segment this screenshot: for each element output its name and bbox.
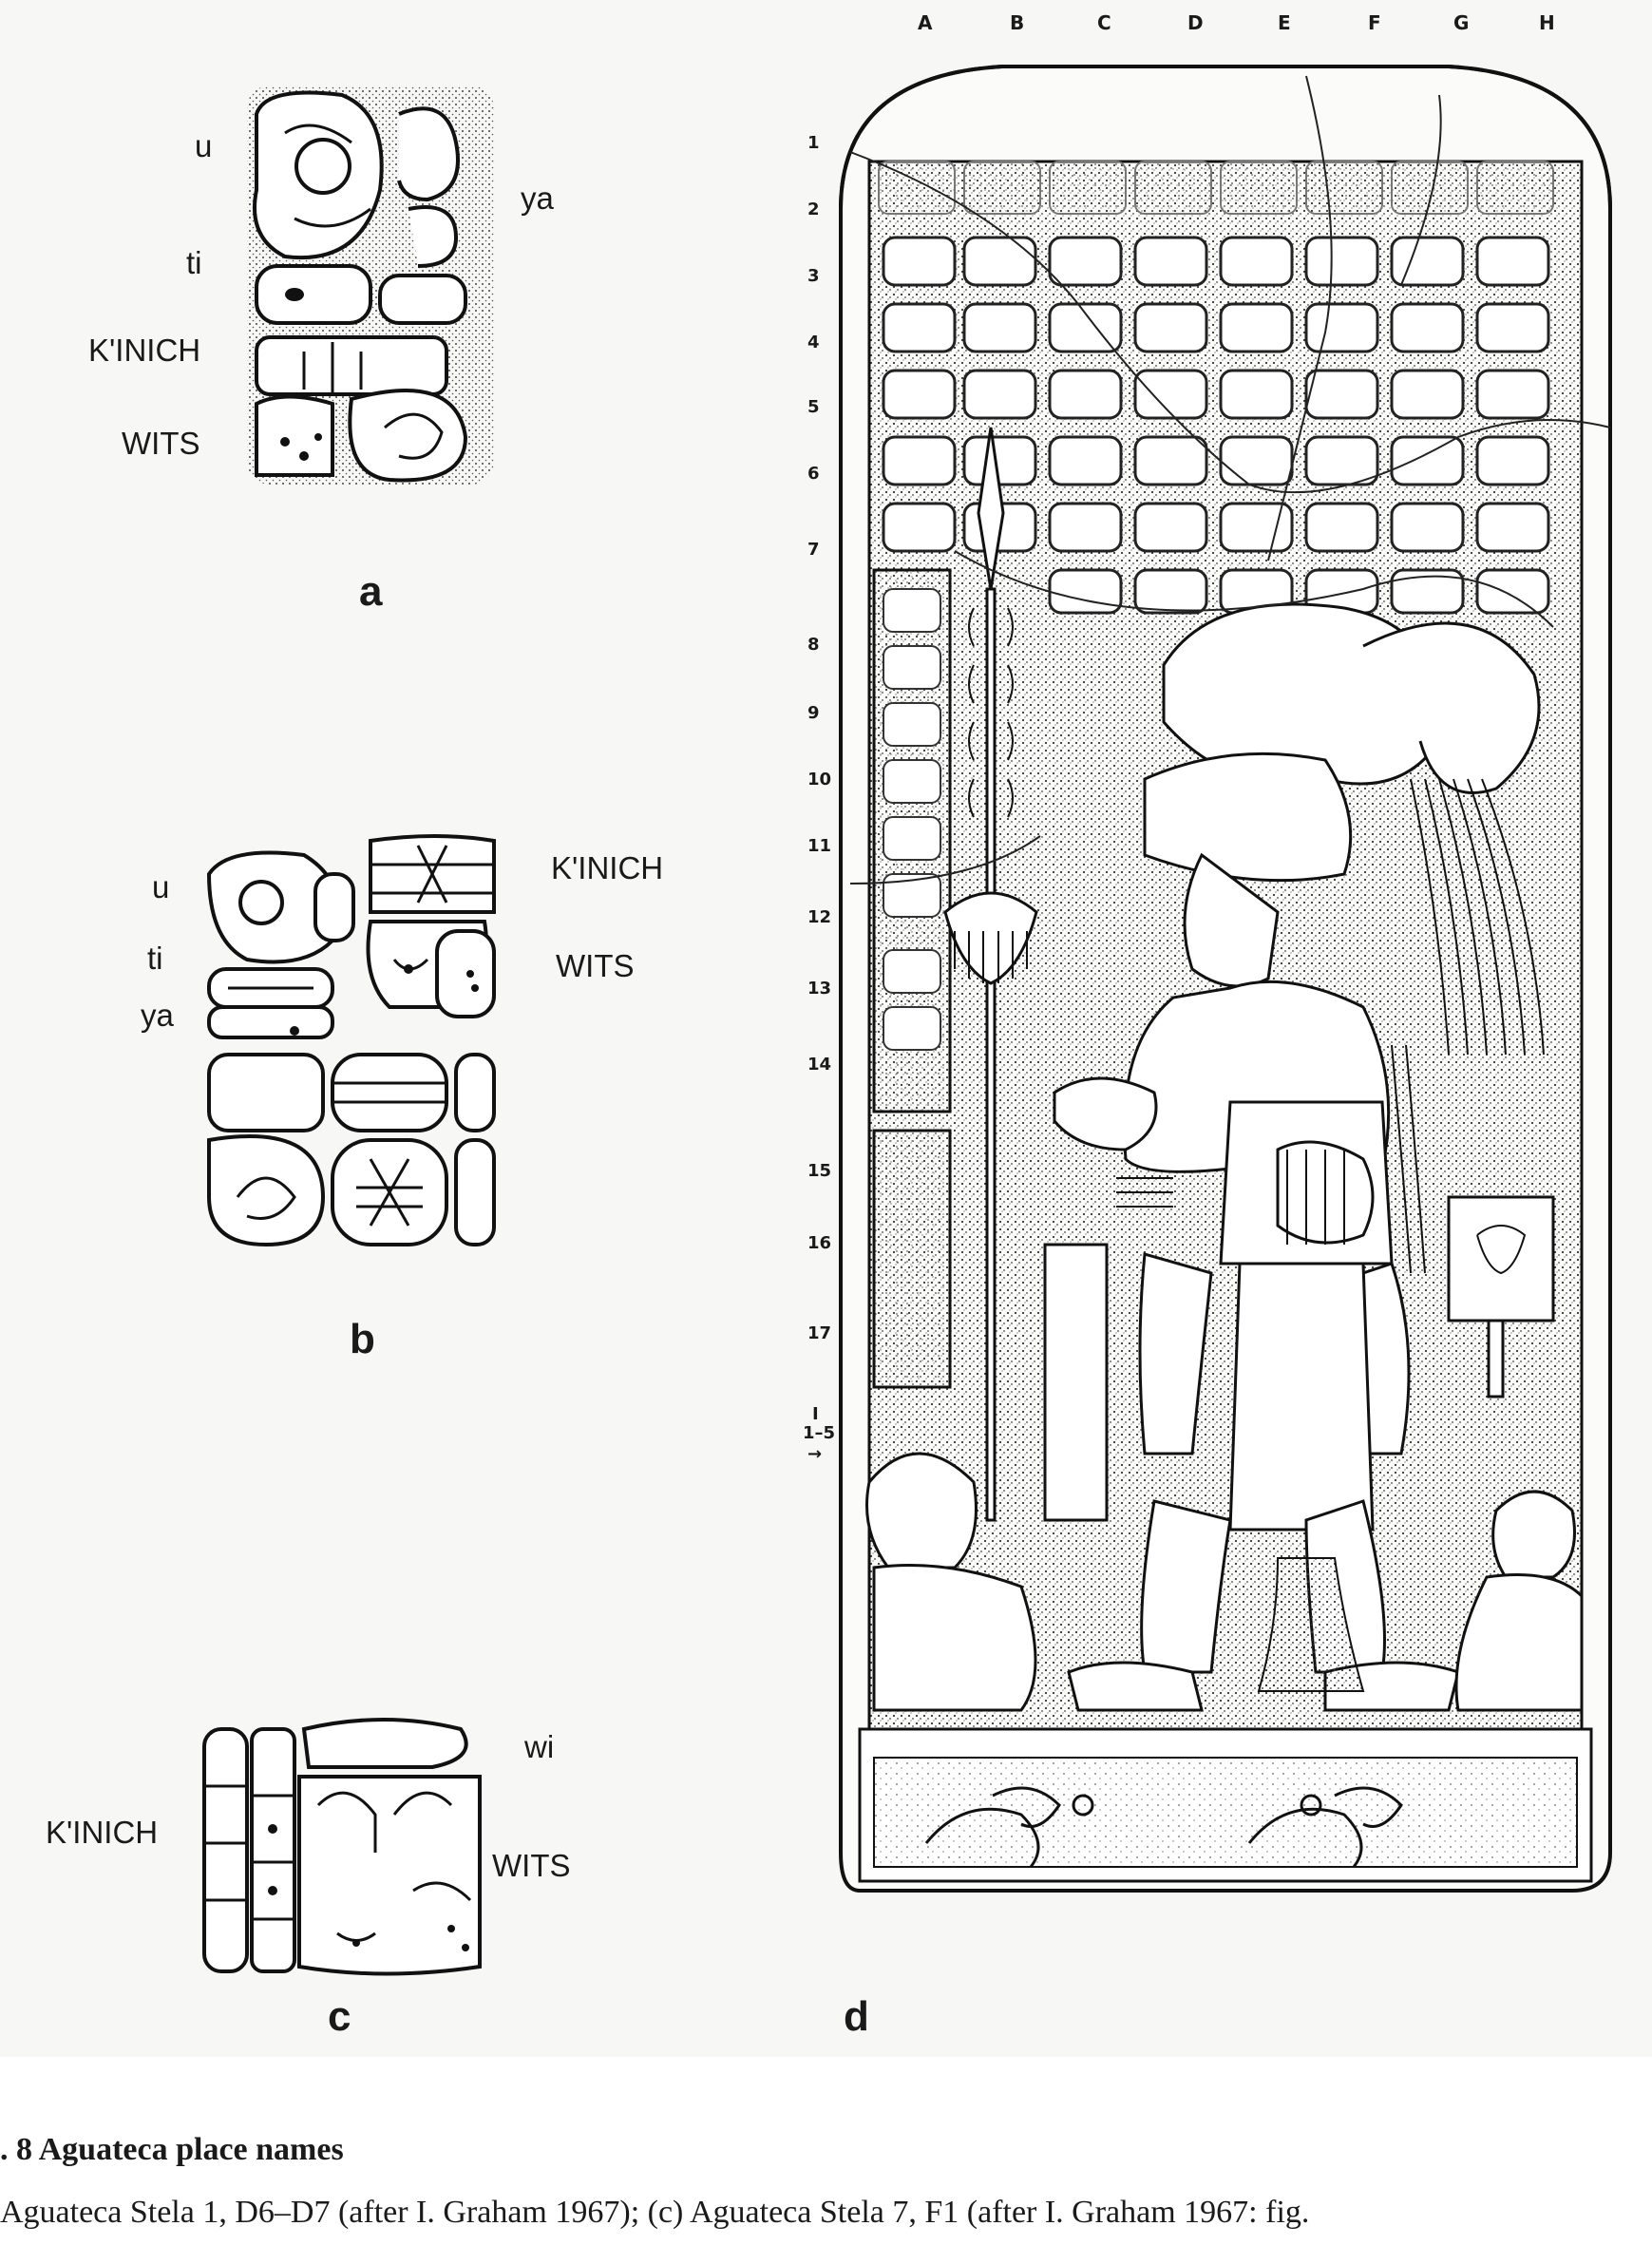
- column-letter: D: [1187, 11, 1204, 34]
- row-number: 2: [807, 200, 820, 219]
- row-number: 3: [807, 266, 820, 286]
- label-b-wits: WITS: [556, 948, 635, 983]
- column-letter: B: [1010, 11, 1025, 34]
- row-number: 17: [807, 1323, 832, 1343]
- row-number: 9: [807, 703, 820, 723]
- row-number: 1–5: [803, 1423, 836, 1443]
- row-number: 1: [807, 133, 820, 153]
- row-number: I: [812, 1404, 819, 1424]
- column-letter: C: [1097, 11, 1111, 34]
- label-a-ya: ya: [521, 181, 554, 216]
- column-letter: G: [1453, 11, 1470, 34]
- row-number: 6: [807, 464, 820, 484]
- glyph-panel-c: [202, 1718, 482, 1976]
- row-number: 10: [807, 770, 832, 790]
- glyph-panel-b: [206, 834, 496, 1247]
- row-number: 15: [807, 1161, 832, 1181]
- label-a-u: u: [195, 128, 213, 163]
- label-a-ti: ti: [186, 245, 202, 280]
- column-letter: E: [1278, 11, 1291, 34]
- row-number: 11: [807, 836, 832, 856]
- column-letter: F: [1368, 11, 1381, 34]
- column-letter: H: [1539, 11, 1555, 34]
- label-b-u: u: [152, 869, 170, 904]
- label-c-wi: wi: [524, 1729, 555, 1764]
- figure-plate: u ya ti K'INICH WITS a: [46, 11, 1612, 2040]
- figure-caption-text: Aguateca Stela 1, D6–D7 (after I. Graham…: [0, 2195, 1310, 2230]
- panel-letter-c: c: [328, 1993, 351, 2040]
- label-a-wits: WITS: [122, 426, 200, 461]
- label-b-kinich: K'INICH: [551, 850, 664, 885]
- column-letter: A: [918, 11, 933, 34]
- row-number: →: [807, 1444, 823, 1464]
- label-c-kinich: K'INICH: [46, 1815, 159, 1850]
- panel-letter-a: a: [359, 568, 383, 615]
- figure-caption-title: . 8 Aguateca place names: [0, 2132, 344, 2167]
- glyph-panel-a: [247, 86, 494, 485]
- label-c-wits: WITS: [492, 1848, 571, 1883]
- row-number: 14: [807, 1055, 832, 1075]
- panel-letter-d: d: [844, 1993, 869, 2040]
- label-b-ti: ti: [147, 941, 163, 976]
- row-number: 12: [807, 907, 832, 927]
- label-a-kinich: K'INICH: [88, 333, 201, 368]
- row-number: 7: [807, 540, 820, 560]
- row-number: 16: [807, 1233, 832, 1253]
- row-number: 5: [807, 397, 820, 417]
- row-number: 4: [807, 333, 820, 352]
- row-number: 8: [807, 635, 820, 655]
- panel-letter-b: b: [350, 1316, 375, 1362]
- label-b-ya: ya: [141, 998, 174, 1033]
- row-number: 13: [807, 979, 832, 999]
- stela-drawing: [839, 65, 1612, 1893]
